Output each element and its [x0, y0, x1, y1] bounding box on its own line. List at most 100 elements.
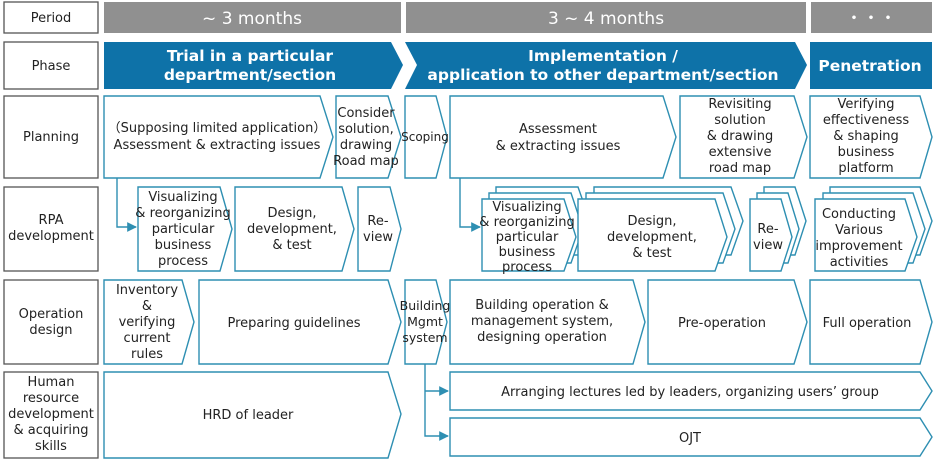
period-bar-1: ~ 3 months [104, 2, 401, 33]
rpa-vis2-line-3: particular [496, 230, 559, 245]
hr-ojt-text: OJT [679, 431, 701, 446]
op-inventory-line-4: current [124, 331, 171, 346]
rpa-vis1-line-5: process [158, 254, 208, 269]
rpa-vis2-line-4: business [499, 245, 556, 260]
planning-revisiting-solution: Revisiting solution & drawing extensive … [679, 95, 808, 179]
op-building-line-3: system [402, 330, 447, 345]
planning-consider-line-2: solution, [338, 122, 394, 137]
rpa-vis1-line-4: business [155, 238, 212, 253]
op-fullop-text: Full operation [823, 316, 912, 331]
rpa-conducting-line-4: activities [830, 255, 889, 270]
planning-verify-line-3: & shaping [833, 129, 899, 144]
planning-verify-line-1: Verifying [838, 97, 895, 112]
op-guidelines-text: Preparing guidelines [227, 316, 360, 331]
planning-assessment-1: （Supposing limited application） Assessme… [103, 95, 334, 179]
rpa-vis1-line-1: Visualizing [148, 190, 217, 205]
planning-consider-line-3: drawing [340, 138, 392, 153]
rpa-review1-line-2: view [363, 230, 393, 245]
op-inventory-line-2: & [142, 299, 152, 314]
planning-assess1-line-2: Assessment & extracting issues [114, 138, 321, 153]
rpa-design2-line-1: Design, [627, 214, 676, 229]
planning-consider-line-1: Consider [337, 106, 395, 121]
planning-revisit-line-1: Revisiting [708, 97, 771, 112]
op-buildop-line-2: management system, [471, 314, 613, 329]
planning-assess2-line-2: & extracting issues [496, 139, 621, 154]
planning-verify-line-4: business [838, 145, 895, 160]
op-buildop-line-3: designing operation [477, 330, 607, 345]
period-1-text: ~ 3 months [202, 9, 302, 29]
hr-ojt: OJT [449, 417, 933, 457]
rpa-review-1: Re- view [357, 186, 402, 272]
phase-implementation-line-2: application to other department/section [427, 66, 778, 84]
rpa-vis2-line-1: Visualizing [492, 200, 561, 215]
rpa-visualizing-2: Visualizing & reorganizing particular bu… [479, 186, 591, 275]
period-label: Period [31, 11, 72, 26]
op-inventory-line-1: Inventory [116, 283, 178, 298]
op-inventory-line-5: rules [131, 347, 163, 362]
op-building-mgmt: Building Mgmt system [400, 279, 451, 365]
rpa-design2-line-3: & test [632, 246, 671, 261]
rpa-design1-line-2: development, [247, 222, 337, 237]
phase-implementation-line-1: Implementation / [528, 47, 678, 65]
hr-label-line-4: & acquiring [14, 423, 89, 438]
row-label-hr: Human resource development & acquiring s… [3, 371, 99, 459]
planning-consider-solution: Consider solution, drawing Road map [333, 95, 402, 179]
op-full-operation: Full operation [809, 279, 933, 365]
planning-label: Planning [23, 130, 79, 145]
connector-arrow-1 [116, 178, 137, 232]
op-building-line-1: Building [400, 298, 451, 313]
phase-implementation: Implementation / application to other de… [405, 42, 807, 89]
period-bar-3: ・・・ [811, 2, 932, 33]
hr-label-line-3: development [8, 407, 94, 422]
connector-arrow-3 [424, 364, 449, 441]
planning-revisit-line-2: solution [714, 113, 765, 128]
operation-label-line-2: design [29, 323, 72, 338]
planning-revisit-line-3: & drawing [707, 129, 774, 144]
phase-penetration: Penetration [810, 42, 932, 89]
hr-hrd-of-leader: HRD of leader [103, 371, 402, 459]
phase-trial-line-2: department/section [164, 66, 336, 84]
op-inventory: Inventory & verifying current rules [103, 279, 195, 365]
rpa-vis2-line-5: process [502, 260, 552, 275]
rpa-conducting-line-3: improvement [815, 239, 902, 254]
planning-scoping: Scoping [401, 95, 449, 179]
phase-penetration-text: Penetration [818, 57, 921, 75]
rpa-vis1-line-3: particular [152, 222, 215, 237]
planning-revisit-line-4: extensive [709, 145, 772, 160]
rpa-design1-line-3: & test [272, 238, 311, 253]
hr-label-line-5: skills [35, 439, 67, 454]
rpa-review1-line-1: Re- [367, 214, 388, 229]
rpa-conducting-line-2: Various [835, 223, 883, 238]
rpa-design-2: Design, development, & test [577, 186, 744, 272]
op-buildop-line-1: Building operation & [475, 298, 609, 313]
row-label-planning: Planning [3, 95, 99, 179]
planning-verifying: Verifying effectiveness & shaping busine… [809, 95, 933, 179]
hr-hrd-text: HRD of leader [203, 408, 294, 423]
row-label-rpa: RPA development [3, 186, 99, 272]
rpa-vis2-line-2: & reorganizing [479, 215, 574, 230]
planning-assess1-line-1: （Supposing limited application） [108, 121, 327, 136]
rpa-conducting-line-1: Conducting [822, 207, 896, 222]
phase-trial: Trial in a particular department/section [104, 42, 403, 89]
rpa-design2-line-2: development, [607, 230, 697, 245]
planning-assess2-line-1: Assessment [519, 122, 597, 137]
op-building-operation: Building operation & management system, … [449, 279, 646, 365]
planning-assessment-2: Assessment & extracting issues [449, 95, 677, 179]
operation-label-line-1: Operation [19, 307, 84, 322]
phase-trial-line-1: Trial in a particular [167, 47, 334, 65]
row-label-phase: Phase [3, 41, 99, 90]
period-2-text: 3 ~ 4 months [548, 9, 664, 29]
hr-arranging-lectures: Arranging lectures led by leaders, organ… [449, 371, 933, 411]
planning-verify-line-5: platform [838, 161, 893, 176]
op-building-line-2: Mgmt [407, 314, 443, 329]
hr-label-line-1: Human [28, 375, 75, 390]
planning-scoping-text: Scoping [401, 130, 449, 144]
rpa-review-2: Re- view [749, 186, 807, 272]
rpa-visualizing-1: Visualizing & reorganizing particular bu… [135, 186, 233, 272]
planning-consider-line-4: Road map [333, 154, 399, 169]
rpa-label-line-2: development [8, 229, 94, 244]
period-3-text: ・・・ [846, 9, 897, 29]
hr-label-line-2: resource [23, 391, 79, 406]
